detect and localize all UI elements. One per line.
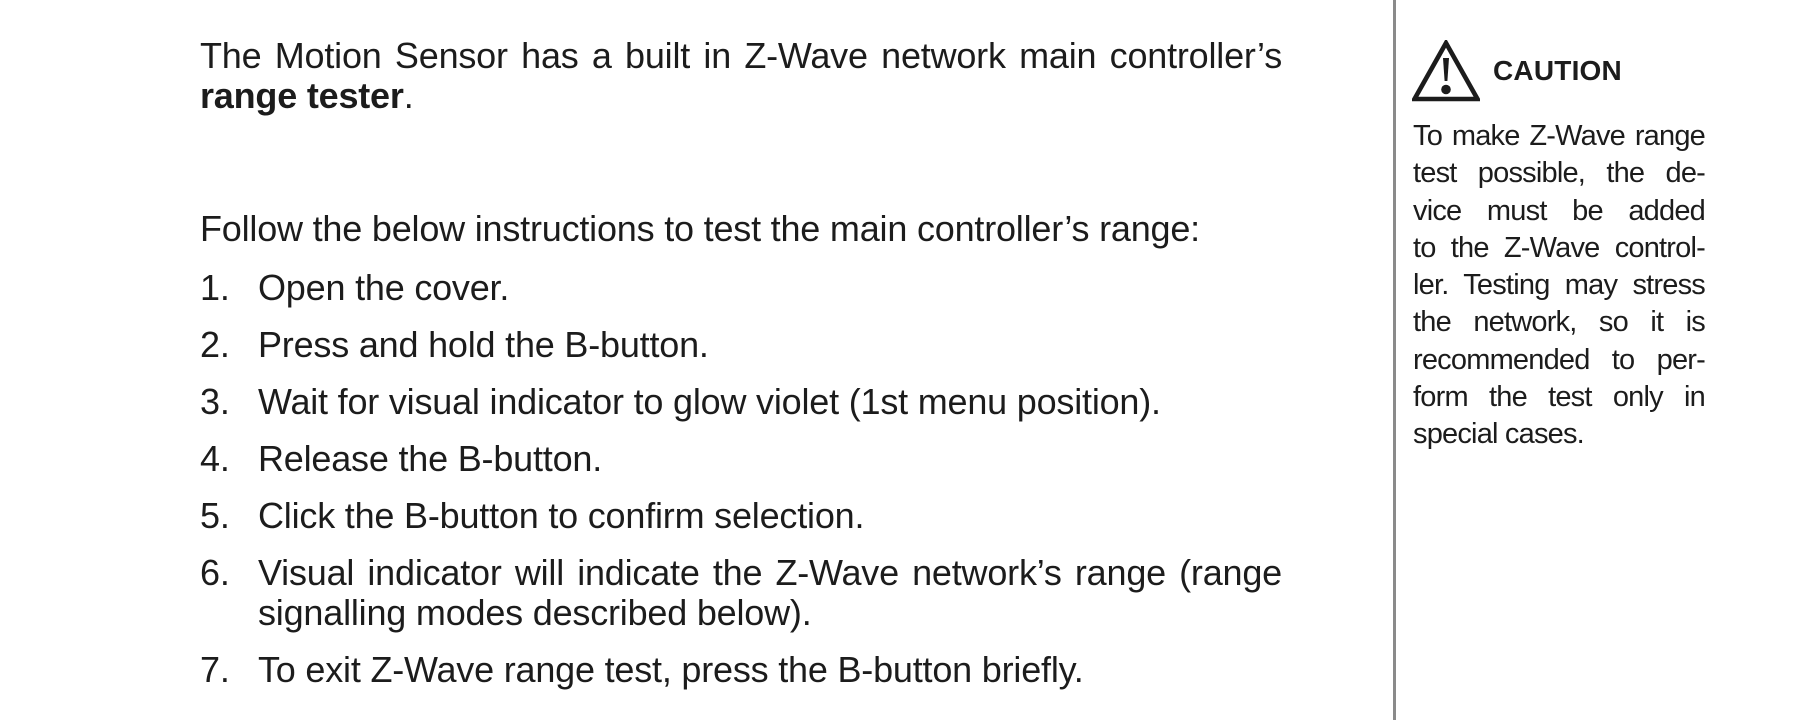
instructions-lead: Follow the below instructions to test th… xyxy=(200,208,1200,249)
caution-line: the network, so it is xyxy=(1413,306,1706,339)
caution-header: CAUTION xyxy=(1412,40,1622,102)
step-text: Release the B-button. xyxy=(258,438,603,479)
caution-line: recommended to per- xyxy=(1413,343,1706,376)
step-item-4: 4. Release the B-button. xyxy=(200,439,1282,479)
step-number: 4. xyxy=(200,438,230,479)
step-text: Wait for visual indicator to glow violet… xyxy=(258,381,1161,422)
step-text: Open the cover. xyxy=(258,267,510,308)
intro-paragraph: The Motion Sensor has a built in Z-Wave … xyxy=(200,36,1282,116)
caution-title: CAUTION xyxy=(1493,55,1622,86)
step-number: 6. xyxy=(200,552,230,593)
step-text: Press and hold the B-button. xyxy=(258,324,709,365)
intro-suffix: . xyxy=(403,75,414,116)
main-instruction-column: The Motion Sensor has a built in Z-Wave … xyxy=(200,36,1282,707)
step-item-6: 6. Visual indicator will indicate the Z-… xyxy=(200,553,1282,633)
step-text: To exit Z-Wave range test, press the B-b… xyxy=(258,649,1084,690)
step-number: 7. xyxy=(200,649,230,690)
intro-line-2: range tester. xyxy=(200,76,1282,116)
step-text-line-2: signalling modes described below). xyxy=(258,592,812,633)
step-text: Visual indicator will indicate the Z-Wav… xyxy=(258,553,1282,633)
intro-line-1: The Motion Sensor has a built in Z-Wave … xyxy=(200,35,1282,76)
step-text: Click the B-button to confirm selection. xyxy=(258,495,865,536)
step-item-3: 3. Wait for visual indicator to glow vio… xyxy=(200,382,1282,422)
column-divider-rule xyxy=(1393,0,1396,720)
caution-line: vice must be added xyxy=(1413,194,1706,227)
caution-line: to the Z-Wave control- xyxy=(1413,231,1706,264)
step-number: 5. xyxy=(200,495,230,536)
step-text-line-1: Visual indicator will indicate the Z-Wav… xyxy=(258,552,1282,593)
step-number: 3. xyxy=(200,381,230,422)
step-item-1: 1. Open the cover. xyxy=(200,268,1282,308)
step-number: 2. xyxy=(200,324,230,365)
intro-bold-phrase: range tester xyxy=(200,75,404,116)
step-item-5: 5. Click the B-button to confirm selecti… xyxy=(200,496,1282,536)
step-number: 1. xyxy=(200,267,230,308)
steps-list: 1. Open the cover. 2. Press and hold the… xyxy=(200,268,1282,690)
caution-text-block: To make Z-Wave range test possible, the … xyxy=(1413,118,1706,454)
caution-line-last: special cases. xyxy=(1413,418,1585,451)
step-item-7: 7. To exit Z-Wave range test, press the … xyxy=(200,650,1282,690)
caution-line: ler. Testing may stress xyxy=(1413,269,1706,302)
warning-triangle-icon xyxy=(1412,40,1480,102)
caution-line: form the test only in xyxy=(1413,381,1706,414)
caution-line: To make Z-Wave range xyxy=(1413,120,1706,152)
caution-line: test possible, the de- xyxy=(1413,157,1706,190)
step-item-2: 2. Press and hold the B-button. xyxy=(200,325,1282,365)
